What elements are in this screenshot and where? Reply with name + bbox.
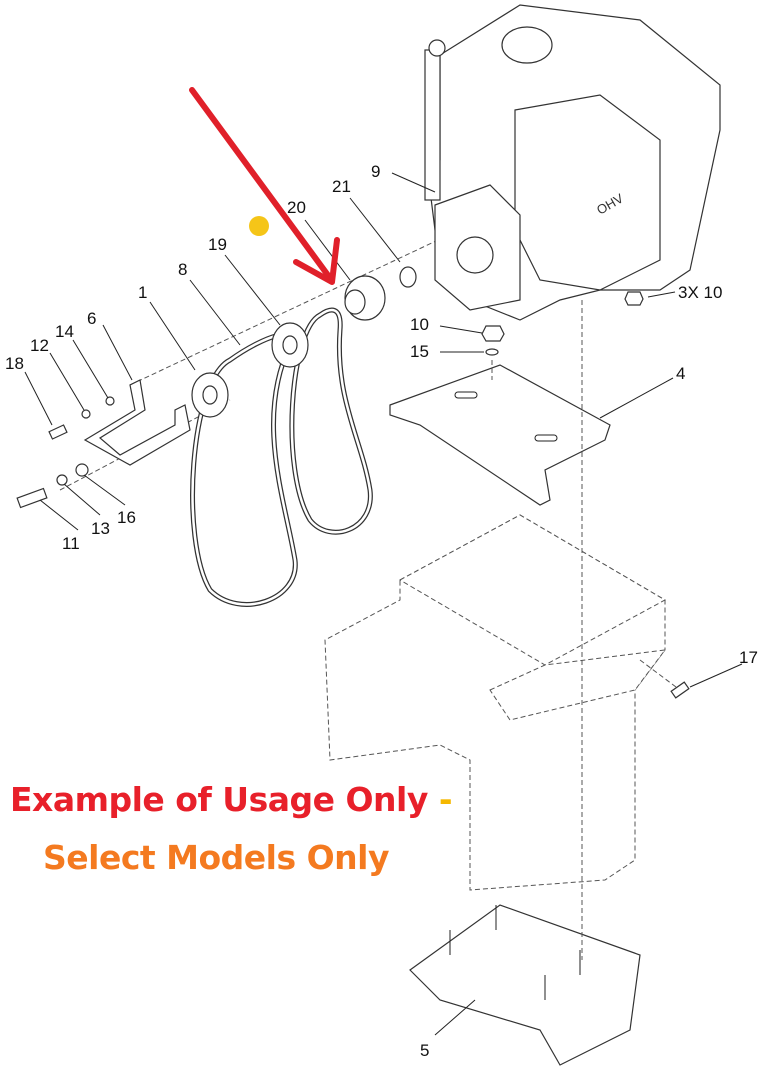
callout-12: 12 (30, 336, 49, 355)
hardware (16, 291, 690, 699)
usage-notice-line1: Example of Usage Only - (10, 780, 453, 819)
engine: OHV (424, 4, 721, 321)
red-arrow-annotation (189, 87, 340, 285)
callout-5: 5 (420, 1041, 429, 1060)
callout-8: 8 (178, 260, 187, 279)
callout-6: 6 (87, 309, 96, 328)
callout-10: 10 (410, 315, 429, 334)
callout-15: 15 (410, 342, 429, 361)
usage-notice-line2: Select Models Only (43, 838, 390, 877)
callout-19: 19 (208, 235, 227, 254)
callout-4: 4 (676, 364, 685, 383)
bottom-plate (409, 904, 641, 1066)
leader-lines (24, 172, 743, 1036)
engine-mount-plate (389, 364, 611, 506)
callout-16: 16 (117, 508, 136, 527)
callout-11: 11 (62, 534, 80, 553)
callout-14: 14 (55, 322, 74, 341)
callout-13: 13 (91, 519, 110, 538)
idler-bracket (83, 379, 191, 466)
yellow-dot-marker (249, 216, 269, 236)
usage-notice-text: Example of Usage Only (10, 780, 428, 819)
callout-18: 18 (5, 354, 24, 373)
usage-notice-dash: - (438, 780, 453, 819)
callout-9: 9 (371, 162, 380, 181)
callout-21: 21 (332, 177, 351, 196)
chassis-frame (324, 514, 667, 891)
callout-20: 20 (287, 198, 306, 217)
callout-labels: 1 8 19 20 21 9 3X 10 10 15 4 6 14 12 18 … (5, 162, 758, 1060)
pulleys (191, 266, 417, 418)
callout-17: 17 (739, 648, 758, 667)
callout-3x10: 3X 10 (678, 283, 722, 302)
callout-1: 1 (138, 283, 147, 302)
